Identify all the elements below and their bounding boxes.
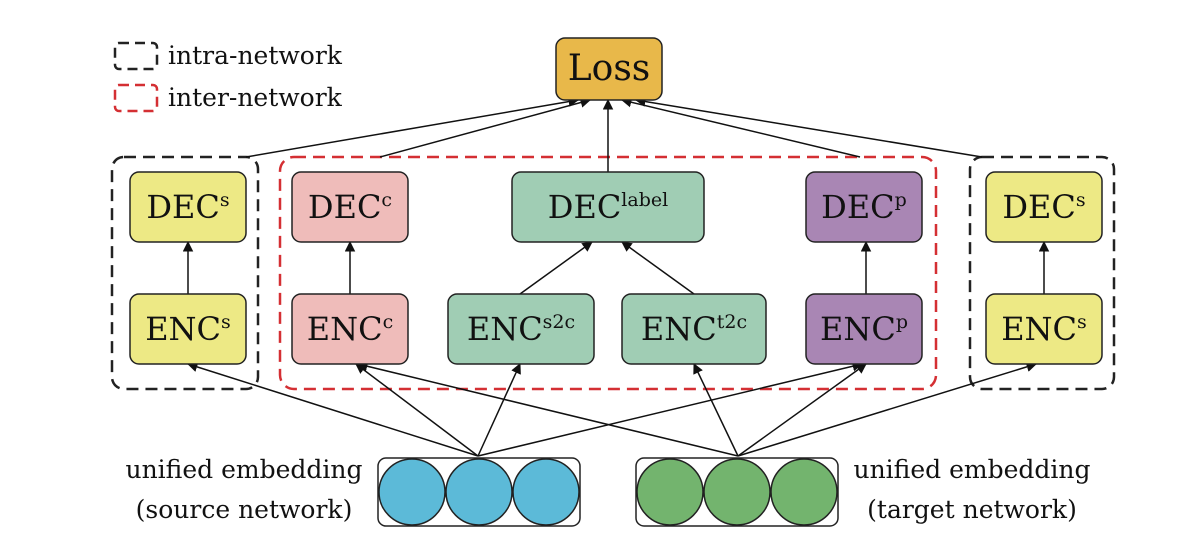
- node-enc-s-right: ENCs: [985, 293, 1103, 365]
- node-dec-s-left-sup: s: [220, 189, 230, 211]
- legend-intra-label: intra-network: [168, 41, 343, 70]
- svg-text:ENCs: ENCs: [145, 310, 231, 348]
- edge-src-to-enc-s-left: [186, 361, 479, 457]
- target-embedding-unit: [703, 458, 771, 526]
- edge-enc-s2c-to-dec-label: [519, 241, 593, 295]
- edge-tgt-to-enc-c: [356, 361, 739, 457]
- svg-text:DECp: DECp: [821, 188, 907, 226]
- edge-src-to-enc-s2c: [477, 363, 521, 457]
- legend-inter-swatch: [113, 83, 159, 113]
- edge-dec-s-left-to-loss: [245, 96, 580, 158]
- node-enc-t2c-base: ENC: [641, 310, 717, 348]
- node-dec-p-base: DEC: [821, 188, 895, 226]
- edge-tgt-to-enc-s-right: [737, 361, 1038, 457]
- target-embedding-unit: [770, 458, 838, 526]
- source-embedding-unit: [378, 458, 446, 526]
- target-embedding: unified embedding (target network): [635, 455, 1091, 527]
- node-dec-p: DECp: [805, 171, 923, 243]
- node-enc-s-left: ENCs: [129, 293, 247, 365]
- intra-network-right-group: [968, 155, 1116, 391]
- source-embedding-unit: [445, 458, 513, 526]
- target-embedding-label-line1: unified embedding: [853, 455, 1090, 484]
- node-dec-s-left-base: DEC: [146, 188, 220, 226]
- legend-intra-swatch: [113, 41, 159, 71]
- node-dec-s-right-base: DEC: [1002, 188, 1076, 226]
- node-dec-c-base: DEC: [308, 188, 382, 226]
- edge-src-to-enc-c: [355, 363, 479, 457]
- target-embedding-label-line2: (target network): [867, 495, 1077, 524]
- node-enc-c: ENCc: [291, 293, 409, 365]
- legend: intra-network inter-network: [113, 41, 343, 113]
- node-enc-s2c-sup: s2c: [543, 311, 575, 333]
- node-dec-s-right-sup: s: [1076, 189, 1086, 211]
- edge-dec-c-to-loss: [379, 97, 592, 158]
- node-dec-c: DECc: [291, 171, 409, 243]
- svg-text:ENCc: ENCc: [307, 310, 394, 348]
- svg-text:ENCt2c: ENCt2c: [641, 310, 747, 348]
- target-embedding-frame: [635, 457, 839, 527]
- node-enc-p-sup: p: [896, 311, 908, 333]
- svg-text:ENCs2c: ENCs2c: [467, 310, 575, 348]
- node-enc-s2c: ENCs2c: [447, 293, 595, 365]
- loss-node: Loss: [555, 37, 663, 101]
- svg-text:DECs: DECs: [146, 188, 229, 226]
- edge-dec-s-right-to-loss: [634, 96, 983, 158]
- edges: [182, 96, 1050, 457]
- node-enc-s-left-base: ENC: [145, 310, 221, 348]
- source-embedding-frame: [377, 457, 581, 527]
- node-enc-t2c-sup: t2c: [717, 311, 747, 333]
- node-dec-s-right: DECs: [985, 171, 1103, 243]
- source-embedding-label-line2: (source network): [136, 495, 353, 524]
- svg-text:ENCs: ENCs: [1001, 310, 1087, 348]
- svg-text:DECs: DECs: [1002, 188, 1085, 226]
- svg-text:DECc: DECc: [308, 188, 392, 226]
- target-embedding-unit: [636, 458, 704, 526]
- edge-dec-p-to-loss: [620, 97, 861, 158]
- node-dec-label: DEClabel: [511, 171, 705, 243]
- edge-tgt-to-enc-p: [737, 363, 867, 457]
- svg-text:ENCp: ENCp: [820, 310, 908, 348]
- node-dec-p-sup: p: [895, 189, 907, 211]
- node-enc-t2c: ENCt2c: [621, 293, 767, 365]
- node-dec-c-sup: c: [381, 189, 392, 211]
- source-embedding-label-line1: unified embedding: [125, 455, 362, 484]
- node-dec-s-left: DECs: [129, 171, 247, 243]
- loss-label: Loss: [568, 48, 651, 89]
- node-dec-label-sup: label: [621, 189, 668, 211]
- node-enc-p-base: ENC: [820, 310, 896, 348]
- edge-tgt-to-enc-t2c: [693, 363, 739, 457]
- node-enc-c-sup: c: [383, 311, 394, 333]
- svg-text:DEClabel: DEClabel: [548, 188, 668, 226]
- intra-network-left-group: [110, 155, 260, 391]
- node-dec-label-base: DEC: [548, 188, 622, 226]
- edge-enc-t2c-to-dec-label: [621, 241, 695, 295]
- node-enc-s-right-sup: s: [1077, 311, 1087, 333]
- node-enc-s-right-base: ENC: [1001, 310, 1077, 348]
- source-embedding: unified embedding (source network): [125, 455, 581, 527]
- node-enc-p: ENCp: [805, 293, 923, 365]
- node-enc-s-left-sup: s: [221, 311, 231, 333]
- node-enc-s2c-base: ENC: [467, 310, 543, 348]
- source-embedding-unit: [512, 458, 580, 526]
- edge-src-to-enc-p: [477, 361, 864, 457]
- legend-inter-label: inter-network: [168, 83, 343, 112]
- node-enc-c-base: ENC: [307, 310, 383, 348]
